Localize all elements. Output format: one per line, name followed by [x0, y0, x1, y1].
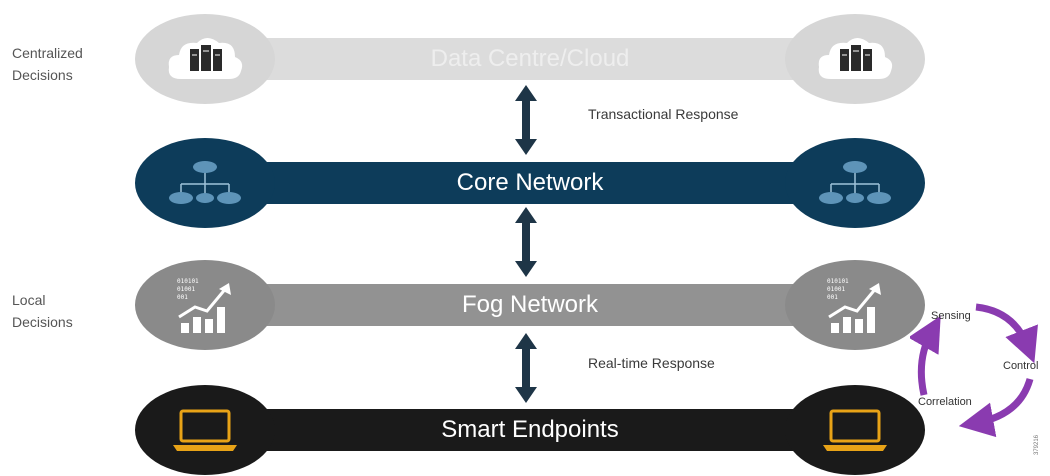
svg-text:01001: 01001	[827, 286, 845, 293]
cloud-oval-right	[785, 14, 925, 104]
analytics-chart-icon: 010101 01001 001	[177, 278, 231, 333]
cycle-arrows-icon	[910, 303, 1038, 438]
fog-network-layer: Fog Network 010101 01001 001 010101 0100…	[135, 260, 925, 350]
server-cloud-icon	[818, 38, 893, 79]
smart-endpoints-label: Smart Endpoints	[441, 416, 619, 443]
fog-network-bar: Fog Network	[190, 284, 870, 326]
smart-endpoints-layer: Smart Endpoints	[135, 385, 925, 475]
data-centre-cloud-bar: Data Centre/Cloud	[190, 38, 870, 80]
local-decisions-label: Local Decisions	[12, 292, 73, 330]
core-network-layer: Core Network	[135, 138, 925, 228]
svg-text:001: 001	[177, 294, 188, 301]
network-topology-icon	[169, 161, 241, 204]
fog-oval-right: 010101 01001 001	[785, 260, 925, 350]
figure-id: 379216	[1034, 434, 1040, 455]
server-cloud-icon	[168, 38, 243, 79]
core-network-label: Core Network	[456, 169, 604, 196]
svg-text:001: 001	[827, 294, 838, 301]
data-centre-cloud-label: Data Centre/Cloud	[430, 45, 630, 72]
real-time-response-label: Real-time Response	[588, 355, 715, 371]
centralized-decisions-label: Centralized Decisions	[12, 45, 83, 83]
cloud-oval-left	[135, 14, 275, 104]
laptop-icon	[173, 409, 237, 451]
core-oval-right	[785, 138, 925, 228]
fog-network-label: Fog Network	[461, 291, 599, 318]
sensing-label: Sensing	[931, 310, 971, 322]
svg-text:010101: 010101	[177, 278, 199, 285]
double-arrow-icon	[515, 333, 537, 403]
double-arrow-icon	[515, 85, 537, 155]
correlation-label: Correlation	[918, 396, 972, 408]
core-oval-left	[135, 138, 275, 228]
fog-oval-left: 010101 01001 001	[135, 260, 275, 350]
svg-text:010101: 010101	[827, 278, 849, 285]
double-arrow-icon	[515, 207, 537, 277]
core-network-bar: Core Network	[190, 162, 870, 204]
endpoints-oval-right	[785, 385, 925, 475]
transactional-response-label: Transactional Response	[588, 106, 739, 122]
analytics-chart-icon: 010101 01001 001	[827, 278, 881, 333]
endpoints-oval-left	[135, 385, 275, 475]
control-label: Control	[1003, 360, 1039, 372]
laptop-icon	[823, 409, 887, 451]
svg-text:01001: 01001	[177, 286, 195, 293]
data-centre-cloud-layer: Data Centre/Cloud	[135, 14, 925, 104]
smart-endpoints-bar: Smart Endpoints	[190, 409, 870, 451]
network-topology-icon	[819, 161, 891, 204]
